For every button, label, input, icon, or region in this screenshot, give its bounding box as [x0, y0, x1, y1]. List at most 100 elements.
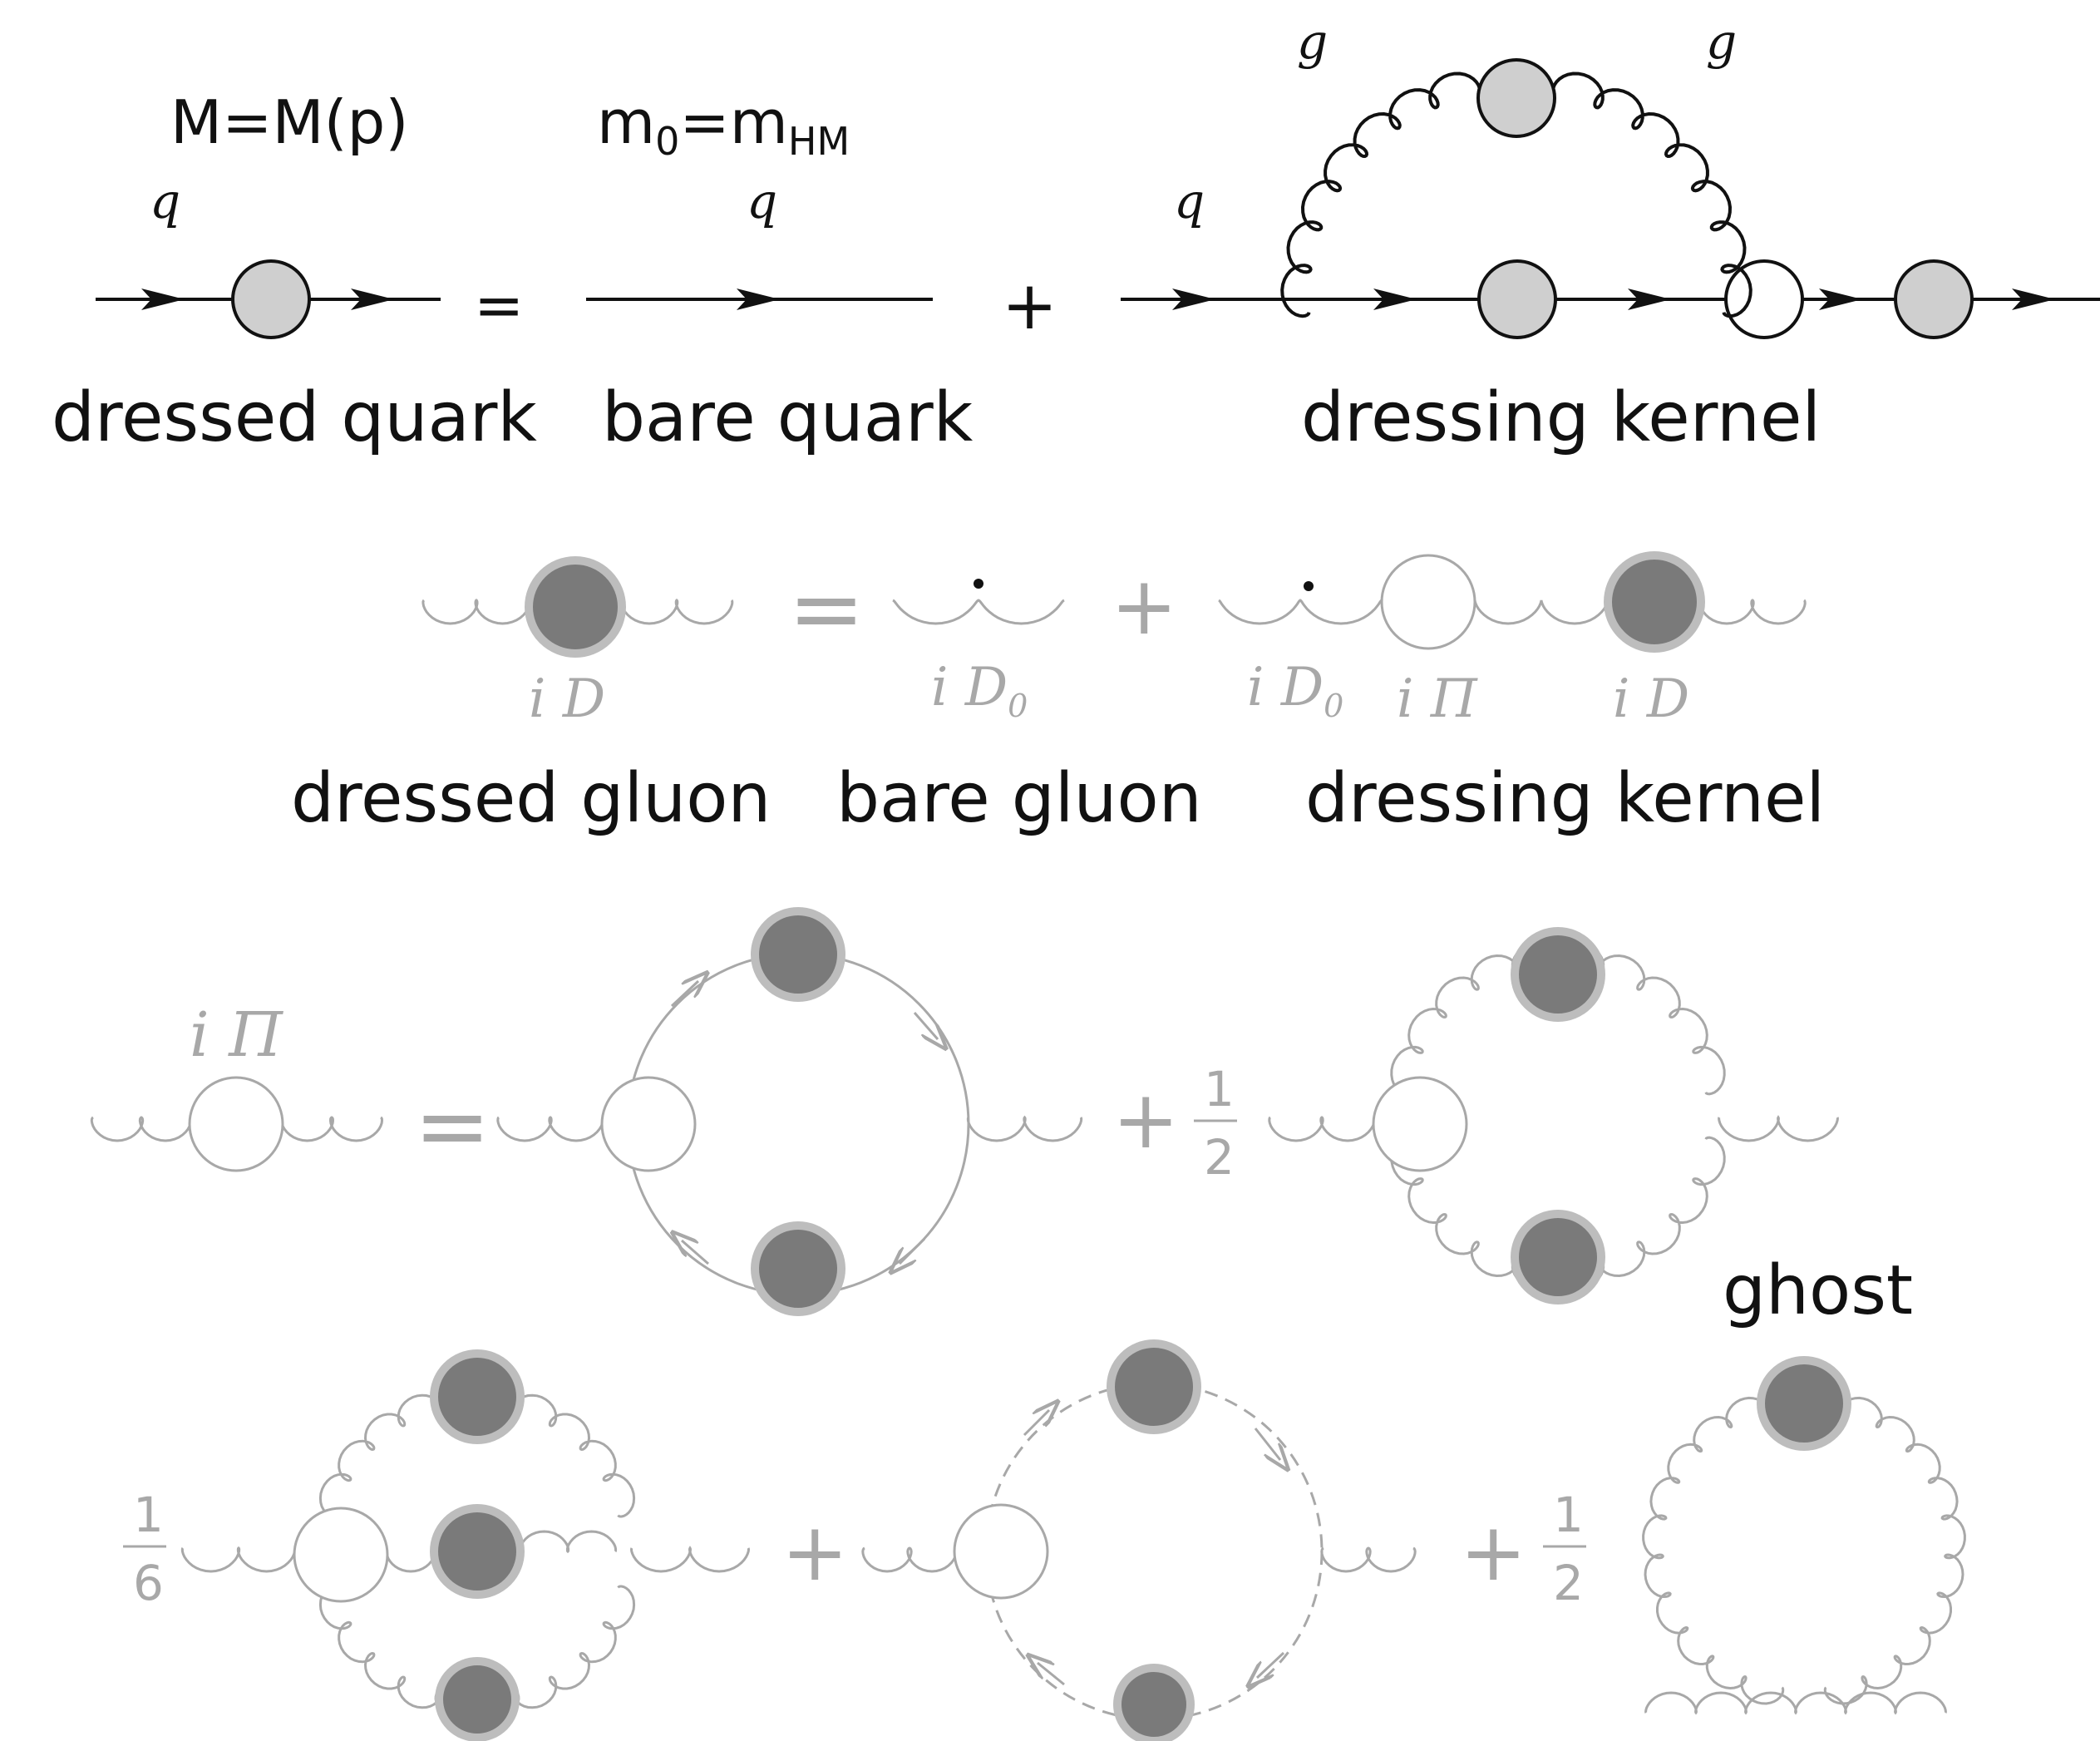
- gluon-line: [421, 599, 531, 625]
- label-iD: i D: [1613, 668, 1689, 730]
- vertex-blob: [953, 1503, 1049, 1600]
- ghost-loop-diagram: [953, 1339, 1324, 1741]
- gluon-line: [90, 1116, 193, 1142]
- plus-sign: +: [1111, 560, 1177, 653]
- tadpole-gluon-diagram: [1642, 1356, 1966, 1715]
- dressing-blob-dark: [751, 1221, 845, 1316]
- bare-mass-rhs-subscript: HM: [788, 119, 850, 164]
- gluon-line: [619, 598, 734, 625]
- gluon-line: [861, 1546, 958, 1573]
- loop-arrow-icon: [1254, 1428, 1280, 1460]
- gluon-line: [1473, 599, 1610, 625]
- gluon-line: [518, 1530, 618, 1554]
- gluon-line: [966, 1115, 1083, 1142]
- loop-arrow-icon: [1023, 1410, 1049, 1437]
- gluon-line: [1280, 72, 1482, 318]
- quark-arrow-icon: [1172, 289, 1215, 310]
- ghost-label: ghost: [1723, 1251, 1913, 1330]
- dressing-blob-light: [1894, 259, 1974, 339]
- momentum-label-q: q: [747, 173, 777, 229]
- dressing-blob-dark: [430, 1504, 525, 1599]
- gluon-line: [1320, 1546, 1417, 1573]
- dressing-blob-dark: [1511, 1210, 1605, 1305]
- bare-mass-subscript: 0: [655, 119, 679, 164]
- gluon-label-g: g: [1297, 13, 1328, 70]
- svg-text:2: 2: [1204, 1129, 1235, 1186]
- gluon-line: [1268, 1116, 1376, 1142]
- plus-sign: +: [1460, 1506, 1526, 1599]
- plus-sign: +: [781, 1506, 848, 1599]
- svg-text:1: 1: [1204, 1061, 1235, 1117]
- gluon-line: [180, 1546, 297, 1573]
- label-iD0: i D0: [931, 657, 1028, 724]
- gluon-line: [629, 1546, 751, 1573]
- dressing-blob-light: [1476, 58, 1556, 138]
- gluon-line: [1698, 599, 1807, 625]
- loop-arrow-icon: [682, 1240, 709, 1265]
- mass-function-label: M=M(p): [170, 87, 408, 157]
- fraction-one-half: 1 2: [1194, 1061, 1237, 1186]
- gluon-polarization-continued: 1 6 + + 1 2: [123, 1339, 1966, 1741]
- svg-text:1: 1: [1553, 1487, 1584, 1543]
- label-iD: i D: [529, 668, 605, 730]
- loop-arrow-icon: [913, 1012, 938, 1039]
- svg-text:2: 2: [1553, 1555, 1584, 1611]
- caption-dressing-kernel: dressing kernel: [1301, 378, 1821, 457]
- loop-arrow-icon: [1257, 1651, 1285, 1678]
- momentum-label-q: q: [1174, 173, 1205, 229]
- gluon-line: [1644, 1691, 1947, 1715]
- quark-gap-equation: M=M(p) m0=mHM q = q +: [52, 13, 2100, 457]
- caption-dressed-gluon: dressed gluon: [291, 759, 771, 838]
- caption-dressing-kernel: dressing kernel: [1305, 759, 1825, 838]
- quark-arrow-icon: [1819, 289, 1862, 310]
- bare-vertex-dot: [974, 579, 983, 589]
- quark-arrow-icon: [141, 289, 185, 310]
- fraction-one-sixth: 1 6: [123, 1487, 166, 1611]
- gluon-propagators: [421, 598, 1807, 625]
- equals-sign: =: [788, 555, 865, 662]
- quark-arrow-icon: [2012, 289, 2055, 310]
- caption-bare-gluon: bare gluon: [836, 759, 1202, 838]
- bare-quark-propagator: q: [586, 173, 933, 310]
- bare-mass-rhs: =m: [679, 87, 787, 157]
- gluon-line: [279, 1116, 384, 1142]
- bare-mass-label: m0=mHM: [597, 87, 850, 164]
- dressed-quark-propagator: q: [96, 173, 441, 339]
- gluon-legs: [180, 1546, 1417, 1573]
- svg-text:6: 6: [133, 1555, 164, 1611]
- bare-vertex-dot: [1304, 581, 1314, 591]
- vertex-blob: [293, 1507, 389, 1603]
- gluon-line: [496, 1116, 604, 1142]
- quark-arrow-icon: [737, 289, 780, 310]
- quark-self-energy-diagram: q g g: [1121, 13, 2100, 339]
- gluon-line: [1718, 1115, 1839, 1142]
- polarization-blob: [1380, 554, 1476, 650]
- dressing-blob-dark: [1107, 1339, 1201, 1434]
- vertex-blob: [1372, 1076, 1468, 1172]
- quark-arrow-icon: [1628, 289, 1671, 310]
- dressing-blob-dark: [1604, 551, 1705, 653]
- two-loop-gluon-diagram: [293, 1349, 636, 1741]
- caption-dressed-quark: dressed quark: [52, 378, 537, 457]
- gluon-line: [385, 1550, 436, 1573]
- dressing-blob-dark: [1511, 927, 1605, 1022]
- quark-arrow-icon: [1373, 289, 1417, 310]
- equals-sign: =: [474, 270, 524, 340]
- dressing-blob-dark: [525, 556, 626, 658]
- dressing-blob-dark: [430, 1349, 525, 1444]
- gluon-line: [892, 599, 1065, 625]
- dressing-blob-light: [1477, 259, 1557, 339]
- dressing-blob-dark: [435, 1657, 520, 1741]
- quark-loop-diagram: [600, 907, 970, 1316]
- gluon-legs: [90, 1115, 1839, 1142]
- plus-sign: +: [1112, 1073, 1179, 1166]
- quark-arrow-icon: [351, 289, 394, 310]
- quark-gluon-vertex: [1724, 259, 1804, 339]
- loop-arrow-icon: [900, 1237, 926, 1264]
- gluon-line: [1218, 599, 1383, 625]
- svg-text:i D0: i D0: [931, 657, 1028, 724]
- vertex-blob: [600, 1076, 697, 1172]
- gluon-polarization-equation: i Π = + 1 2 ghost: [90, 907, 1913, 1330]
- dressing-blob-dark: [1757, 1356, 1851, 1451]
